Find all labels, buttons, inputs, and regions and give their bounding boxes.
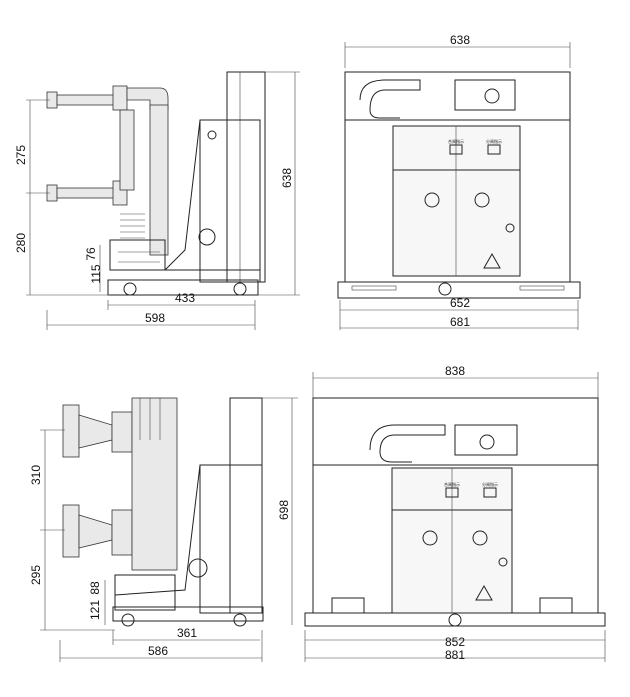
front-panel-bottom: 合闸指示 分闸指示 (391, 467, 513, 614)
warning-triangle-icon (483, 252, 501, 269)
dim-838: 838 (445, 364, 465, 378)
base-rail-top (337, 281, 581, 299)
svg-text:分闸指示: 分闸指示 (486, 138, 502, 144)
upper-bushing (46, 85, 169, 111)
dim-88: 88 (88, 581, 102, 595)
dimension-lines (26, 71, 300, 330)
svg-text:分闸指示: 分闸指示 (482, 481, 498, 487)
trolley-base-large (112, 574, 264, 627)
warning-triangle-icon-large (475, 584, 493, 601)
dim-433: 433 (175, 291, 195, 305)
open-button (474, 192, 490, 208)
close-button-large (422, 530, 438, 546)
front-view-bottom: 838 合闸指示 分闸指示 852 881 (304, 364, 606, 662)
dim-638: 638 (450, 33, 470, 47)
trolley-base (107, 239, 259, 296)
dim-638-vertical: 638 (280, 168, 294, 188)
dim-698-vertical: 698 (277, 500, 291, 520)
dim-361: 361 (177, 626, 197, 640)
upper-bushing-large (62, 404, 133, 458)
svg-text:合闸指示: 合闸指示 (448, 138, 464, 144)
dim-121: 121 (88, 600, 102, 620)
cable-chain-large (369, 424, 446, 463)
dim-681: 681 (450, 315, 470, 329)
dim-652: 652 (450, 296, 470, 310)
front-view-top: 638 合闸指示 分闸指示 6 (337, 33, 581, 330)
dimension-lines-bottom (40, 397, 298, 662)
pole-column (149, 104, 169, 256)
close-button (424, 192, 440, 208)
lower-bushing (46, 180, 128, 206)
shutter-lever-large (454, 424, 518, 456)
dim-586: 586 (148, 644, 168, 658)
dim-881: 881 (445, 648, 465, 662)
dim-852: 852 (445, 635, 465, 649)
cable-chain (359, 79, 421, 119)
dim-76: 76 (84, 247, 98, 261)
front-panel-top: 合闸指示 分闸指示 (392, 125, 521, 277)
side-view-bottom: 310 295 88 121 361 586 698 (29, 397, 298, 662)
side-view-top: 275 280 76 115 433 598 638 (14, 71, 300, 330)
dim-598: 598 (145, 311, 165, 325)
svg-text:合闸指示: 合闸指示 (444, 481, 460, 487)
dim-310: 310 (29, 465, 43, 485)
dim-295: 295 (29, 565, 43, 585)
contact-springs (120, 213, 145, 239)
lower-bushing-large (62, 504, 133, 558)
pole-column-large (131, 397, 178, 571)
mechanism-frame (164, 71, 266, 283)
mechanism-frame-large (114, 397, 263, 614)
dim-115: 115 (89, 264, 103, 283)
dim-275: 275 (14, 145, 28, 165)
base-rail-bottom (304, 597, 606, 627)
open-button-large (472, 530, 488, 546)
shutter-lever (454, 79, 516, 111)
dim-280: 280 (14, 233, 28, 253)
